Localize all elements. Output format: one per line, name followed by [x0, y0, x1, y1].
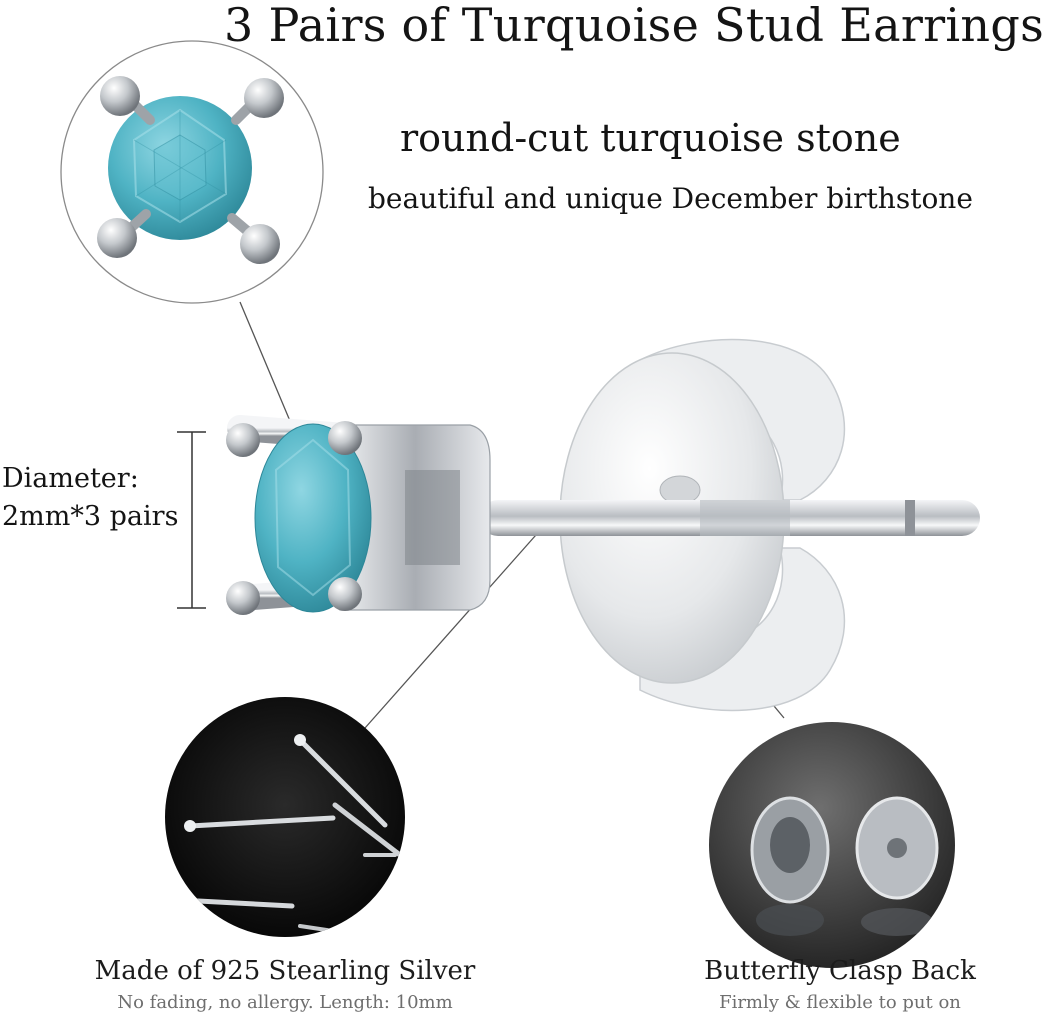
diameter-bracket	[177, 431, 206, 609]
stone-headline: round-cut turquoise stone	[400, 116, 901, 160]
clasp-title: Butterfly Clasp Back	[704, 956, 976, 986]
diameter-line2: 2mm*3 pairs	[2, 501, 179, 532]
page-title: 3 Pairs of Turquoise Stud Earrings	[224, 0, 1044, 52]
material-title: Made of 925 Stearling Silver	[94, 956, 476, 986]
material-caption: Made of 925 Stearling Silver No fading, …	[60, 956, 510, 1013]
silver-pins-photo	[165, 697, 405, 937]
clasp-backs-photo	[709, 722, 955, 968]
diameter-line1: Diameter:	[2, 463, 139, 494]
stone-subline: beautiful and unique December birthstone	[368, 182, 973, 215]
earring-stud-icon	[226, 415, 980, 615]
material-subtitle: No fading, no allergy. Length: 10mm	[117, 992, 453, 1013]
clasp-caption: Butterfly Clasp Back Firmly & flexible t…	[660, 956, 1020, 1013]
clasp-subtitle: Firmly & flexible to put on	[719, 992, 961, 1013]
diameter-label: Diameter: 2mm*3 pairs	[2, 460, 178, 536]
post-pointer-line	[364, 517, 552, 729]
stone-closeup-icon	[60, 40, 324, 304]
